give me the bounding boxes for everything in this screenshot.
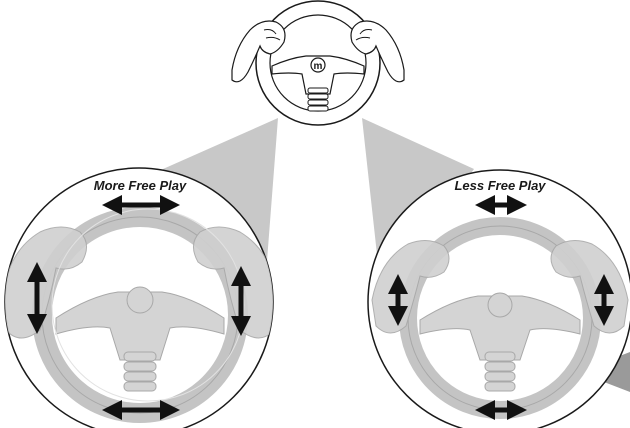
top-wheel-logo-text: m (314, 61, 323, 72)
less-free-play-label: Less Free Play (454, 178, 546, 193)
less-free-play-callout: Less Free Play (368, 170, 630, 428)
top-wheel-column (308, 88, 328, 111)
top-wheel-illustration: m (232, 1, 404, 125)
more-free-play-label: More Free Play (94, 178, 187, 193)
